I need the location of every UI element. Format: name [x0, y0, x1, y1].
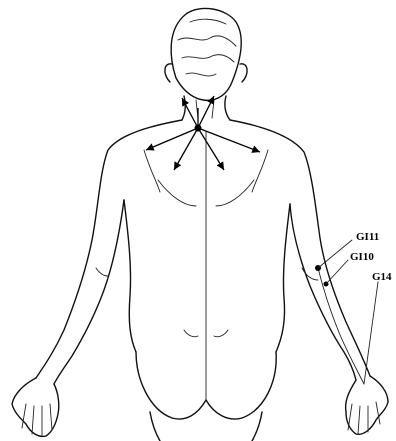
label-gi10: GI10: [350, 251, 374, 263]
right-hand: [346, 376, 388, 434]
radiating-arrows: [146, 96, 260, 170]
meridian-line: [315, 265, 364, 384]
left-hand: [12, 378, 59, 436]
neck: [182, 96, 230, 120]
label-gi11: GI11: [356, 231, 379, 243]
body-outline: [36, 120, 370, 441]
head: [165, 8, 247, 100]
label-g14: G14: [372, 271, 392, 283]
